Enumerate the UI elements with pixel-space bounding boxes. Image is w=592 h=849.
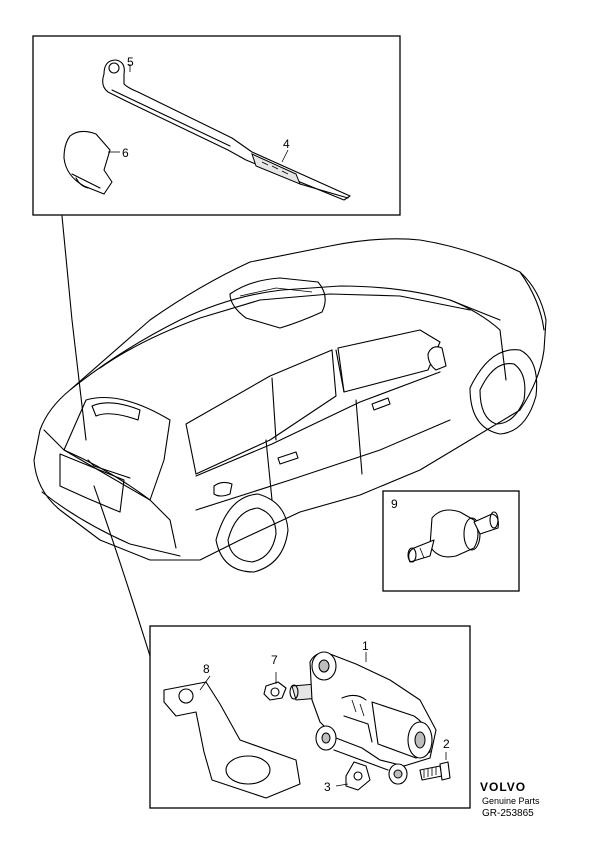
callout-9: 9 — [391, 497, 398, 511]
leader-line-arm — [61, 215, 87, 441]
callout-7: 7 — [271, 653, 278, 667]
leader-line-motor — [93, 485, 151, 657]
wiper-arm-box — [32, 35, 401, 216]
hose-connector[interactable] — [407, 509, 499, 563]
callout-4: 4 — [283, 137, 290, 151]
connector-box — [382, 490, 520, 592]
wiper-arm[interactable] — [102, 59, 351, 201]
diagram-reference: GR-253865 — [482, 808, 534, 819]
callout-5: 5 — [127, 55, 134, 69]
gasket[interactable] — [163, 675, 301, 799]
callout-6: 6 — [122, 146, 129, 160]
wiper-motor-box — [149, 625, 471, 809]
volvo-logo: VOLVO — [480, 780, 527, 794]
wiper-motor[interactable] — [289, 651, 437, 785]
callout-3: 3 — [324, 780, 331, 794]
car-body — [33, 238, 547, 573]
brand-tagline: Genuine Parts — [482, 796, 540, 806]
nut[interactable] — [263, 672, 287, 701]
bolt[interactable] — [419, 752, 451, 781]
callout-1: 1 — [362, 639, 369, 653]
callout-8: 8 — [203, 662, 210, 676]
washer-nut[interactable] — [335, 761, 371, 791]
cover-cap[interactable] — [63, 130, 113, 195]
callout-2: 2 — [443, 737, 450, 751]
